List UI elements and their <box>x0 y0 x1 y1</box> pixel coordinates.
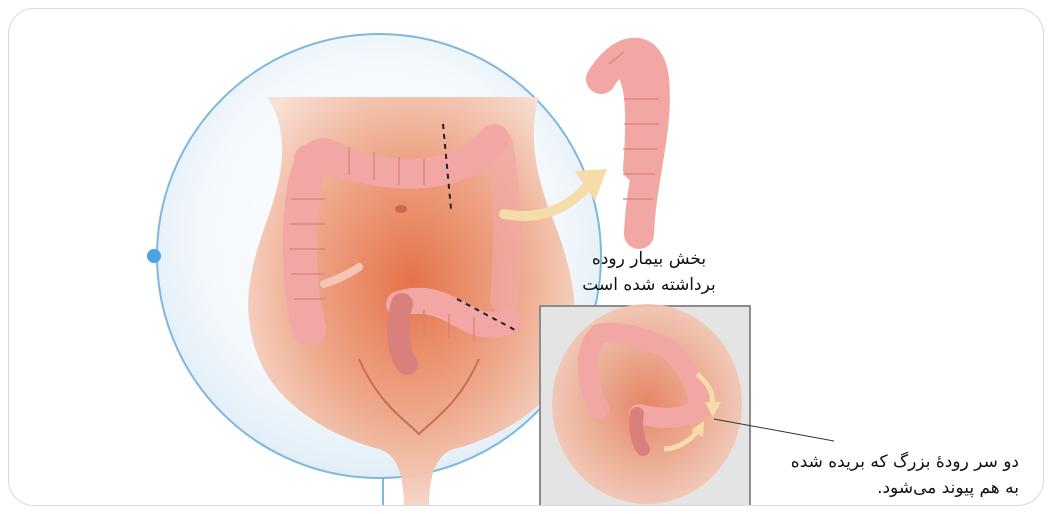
rectum <box>398 304 407 364</box>
removed-section-label: بخش بیمار روده برداشته شده است <box>569 246 729 298</box>
removed-label-line1: بخش بیمار روده <box>569 246 729 272</box>
anastomosis-label: دو سر رودهٔ بزرگ که بریده شده به هم پیون… <box>749 449 1019 501</box>
navel <box>395 205 407 213</box>
inset-label-line1: دو سر رودهٔ بزرگ که بریده شده <box>749 449 1019 475</box>
removed-label-line2: برداشته شده است <box>569 272 729 298</box>
inset-label-line2: به هم پیوند می‌شود. <box>749 475 1019 501</box>
colon-descending <box>499 144 507 299</box>
surgery-diagram <box>9 9 1044 506</box>
illustration-card: بخش بیمار روده برداشته شده است دو سر رود… <box>8 8 1044 506</box>
circle-dot <box>147 249 161 263</box>
inset-rectum <box>636 414 643 449</box>
